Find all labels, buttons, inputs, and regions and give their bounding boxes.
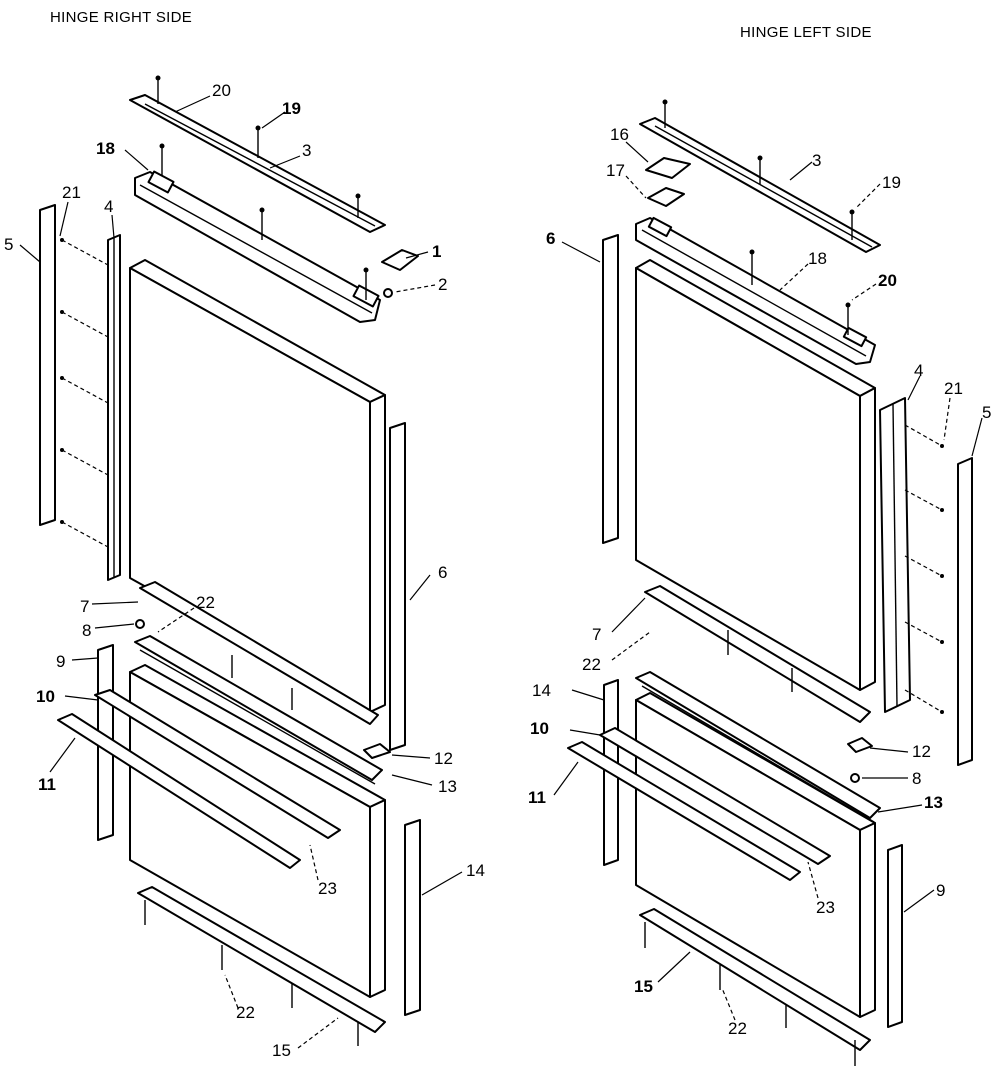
label-r12: 12 [434, 749, 453, 768]
label-r14: 14 [466, 861, 485, 880]
right-lower-hinge [363, 743, 391, 759]
title-hinge-right-side: HINGE RIGHT SIDE [50, 9, 192, 26]
left-handle-strip-10 [599, 727, 831, 865]
label-r20: 20 [212, 81, 231, 100]
label-r19: 19 [282, 99, 301, 118]
right-middle-channel [134, 635, 383, 781]
label-r7: 7 [80, 597, 89, 616]
label-r6: 6 [438, 563, 447, 582]
hinge-right-assembly [39, 75, 421, 1046]
label-r5: 5 [4, 235, 13, 254]
left-leader-lines [553, 141, 983, 1021]
left-middle-channel [635, 671, 881, 819]
left-side-screws [904, 424, 944, 714]
label-l23: 23 [816, 898, 835, 917]
label-r9: 9 [56, 652, 65, 671]
label-l22b: 22 [728, 1019, 747, 1038]
label-r11: 11 [38, 775, 56, 794]
right-side-screws [60, 238, 109, 548]
hinge-left-assembly [567, 99, 973, 1066]
left-hinge-17 [647, 187, 685, 207]
left-upper-lower-bracket [644, 585, 871, 723]
label-l13: 13 [924, 793, 943, 812]
right-bottom-channel [137, 886, 386, 1033]
label-l15: 15 [634, 977, 653, 996]
left-top-screws [662, 99, 855, 335]
right-upper-door-panel [129, 259, 386, 713]
label-l7: 7 [592, 625, 601, 644]
label-l17: 17 [606, 161, 625, 180]
left-hinge-16 [645, 157, 691, 179]
label-l20: 20 [878, 271, 897, 290]
right-upper-lower-bracket [139, 581, 379, 725]
label-l21: 21 [944, 379, 963, 398]
label-r15: 15 [272, 1041, 291, 1060]
label-r23: 23 [318, 879, 337, 898]
label-r2: 2 [438, 275, 447, 294]
label-l16: 16 [610, 125, 629, 144]
label-r3: 3 [302, 141, 311, 160]
label-l8: 8 [912, 769, 921, 788]
right-gasket-strip [39, 204, 56, 526]
label-l6: 6 [546, 229, 555, 248]
left-lower-side-gasket [887, 844, 903, 1028]
label-r10: 10 [36, 687, 55, 706]
title-hinge-left-side: HINGE LEFT SIDE [740, 24, 872, 41]
label-l22a: 22 [582, 655, 601, 674]
label-r21: 21 [62, 183, 81, 202]
label-l14: 14 [532, 681, 551, 700]
label-l12: 12 [912, 742, 931, 761]
right-top-screws [155, 75, 369, 300]
label-r18: 18 [96, 139, 115, 158]
label-l4: 4 [914, 361, 923, 380]
label-r22a: 22 [196, 593, 215, 612]
label-r13: 13 [438, 777, 457, 796]
label-l3: 3 [812, 151, 821, 170]
right-lower-side-gasket [404, 819, 421, 1016]
left-gasket-strip [957, 457, 973, 766]
label-r1: 1 [432, 242, 441, 261]
label-r4: 4 [104, 197, 113, 216]
label-l10: 10 [530, 719, 549, 738]
right-top-channel [134, 171, 381, 323]
label-r8: 8 [82, 621, 91, 640]
label-l11: 11 [528, 788, 546, 807]
label-l5: 5 [982, 403, 991, 422]
label-l18: 18 [808, 249, 827, 268]
label-r22b: 22 [236, 1003, 255, 1022]
right-handle-strip-10 [94, 689, 341, 839]
right-door-gasket [389, 422, 406, 751]
right-hinge-bracket [381, 249, 419, 271]
left-lower-hinge [847, 737, 873, 753]
label-l9: 9 [936, 881, 945, 900]
right-part-labels: 20 19 18 3 1 2 21 4 5 6 7 22 8 9 10 11 1… [4, 81, 485, 1060]
left-part-labels: 16 3 17 19 6 18 20 4 21 5 7 22 14 10 12 … [528, 125, 991, 1038]
right-leader-lines [19, 95, 463, 1049]
label-l19: 19 [882, 173, 901, 192]
right-handle-strip-11 [57, 713, 301, 869]
left-upper-door-panel [635, 259, 876, 691]
left-door-gasket [602, 234, 619, 544]
left-handle-strip-11 [567, 741, 801, 881]
